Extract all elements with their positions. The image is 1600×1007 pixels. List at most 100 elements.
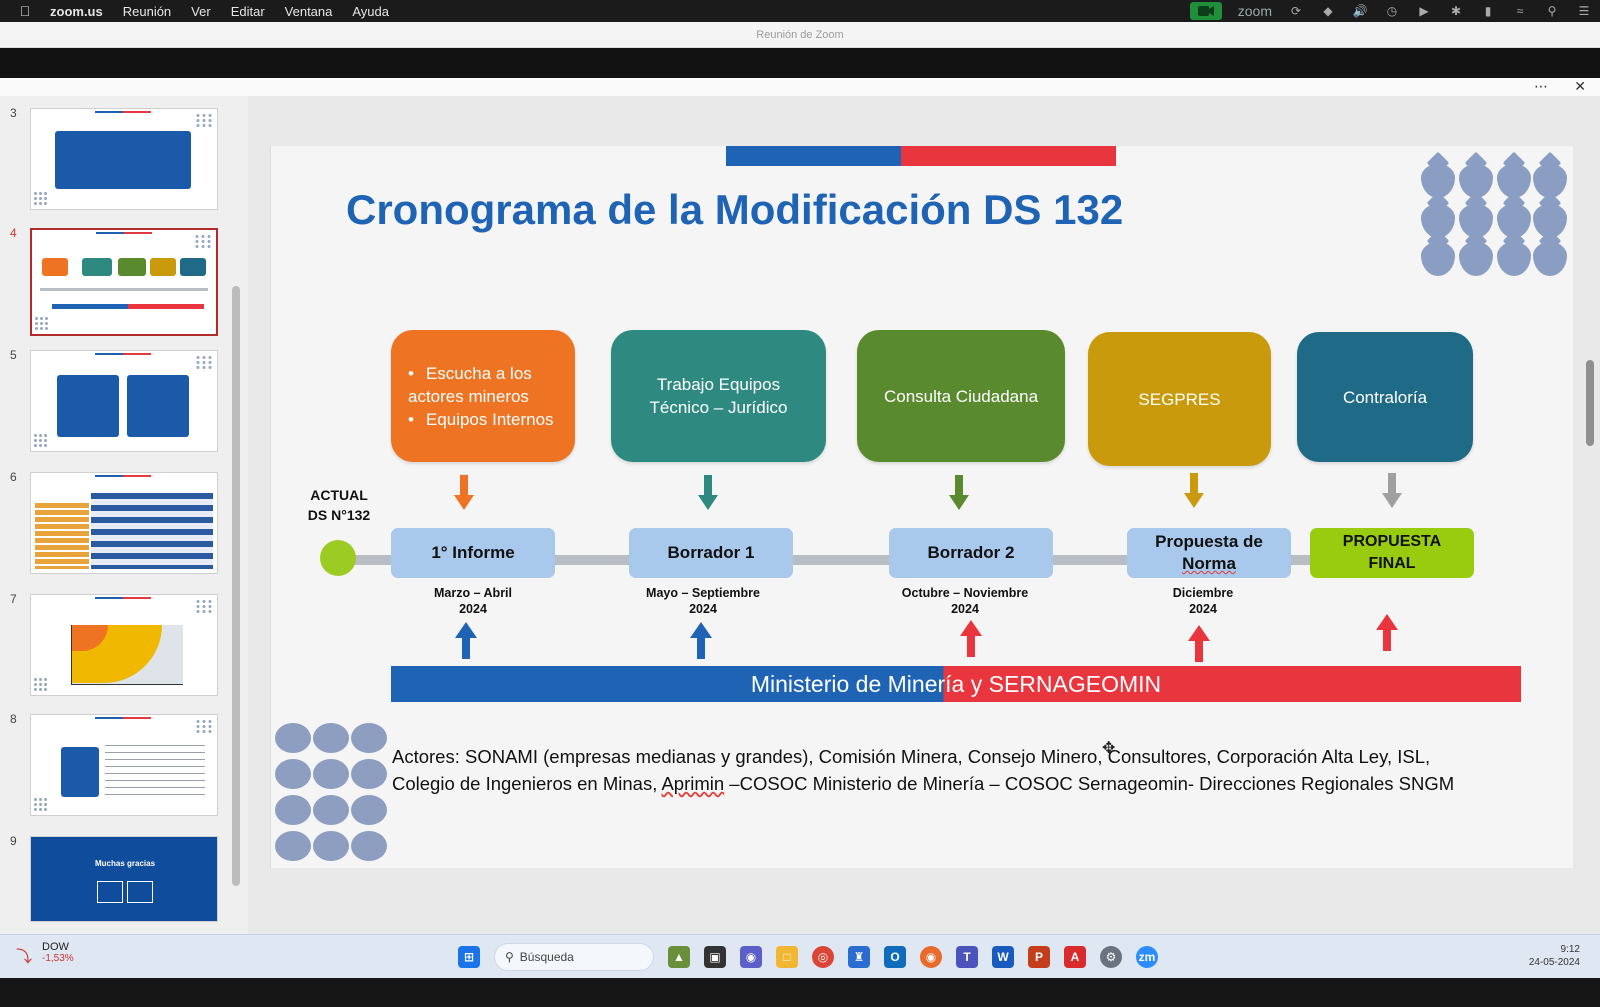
ministry-bar: Ministerio de Minería y SERNAGEOMIN (391, 666, 1521, 702)
dots-decoration (33, 677, 49, 693)
milestone-label: Norma (1182, 554, 1236, 573)
arrow-down-icon (1382, 473, 1402, 511)
volume-icon[interactable]: 🔊 (1352, 4, 1368, 18)
date-line: 2024 (459, 602, 487, 616)
file-explorer-icon[interactable]: □ (776, 946, 798, 968)
thumb-number: 9 (10, 834, 17, 848)
search-icon: ⚲ (505, 950, 514, 964)
widgets-icon[interactable]: ▲ (668, 946, 690, 968)
settings-gear-icon[interactable]: ⚙ (1100, 946, 1122, 968)
arrow-up-icon (1188, 625, 1210, 663)
search-icon[interactable]: ⚲ (1547, 4, 1557, 18)
apple-icon[interactable]:  (0, 3, 50, 19)
windows-start-icon[interactable]: ⊞ (458, 946, 480, 968)
time-machine-icon[interactable]: ◷ (1386, 4, 1398, 18)
thumb-blue-box (57, 375, 119, 437)
stock-widget[interactable]: ⤵ DOW-1,53% (16, 941, 74, 966)
search-box[interactable]: ⚲Búsqueda (494, 943, 654, 971)
dots-decoration (195, 113, 213, 127)
milestone-borrador-1: Borrador 1 (629, 528, 793, 578)
control-center-icon[interactable]: ☰ (1578, 4, 1590, 18)
slide-thumbnail-8[interactable] (30, 714, 218, 816)
milestone-label: PROPUESTA (1342, 533, 1442, 550)
milestone-1-informe: 1° Informe (391, 528, 555, 578)
slide-thumbnail-3[interactable] (30, 108, 218, 210)
slide-thumbnail-7[interactable] (30, 594, 218, 696)
slide-thumbnail-6[interactable] (30, 472, 218, 574)
milestone-date: Marzo – Abril 2024 (401, 585, 545, 617)
thumb-stage (118, 258, 146, 276)
date-line: 2024 (689, 602, 717, 616)
play-icon[interactable]: ▶ (1419, 4, 1429, 18)
wifi-icon[interactable]: ≈ (1516, 4, 1524, 18)
zoom-status-label[interactable]: zoom (1237, 3, 1272, 19)
date-line: Marzo – Abril (433, 586, 513, 600)
slide-thumbnail-5[interactable] (30, 350, 218, 452)
thumb-number: 4 (10, 226, 17, 240)
firefox-icon[interactable]: ◉ (920, 946, 942, 968)
slide-scrollbar[interactable] (1586, 100, 1594, 930)
powerpoint-icon[interactable]: P (1028, 946, 1050, 968)
taskbar-apps: ⊞ ⚲Búsqueda ▲ ▣ ◉ □ ◎ ♜ O ◉ T W P A ⚙ zm (458, 941, 1158, 973)
zoom-window-title: Reunión de Zoom (0, 22, 1600, 48)
menu-ventana[interactable]: Ventana (284, 3, 333, 19)
actual-label-line: ACTUAL (310, 487, 368, 503)
defender-icon[interactable]: ♜ (848, 946, 870, 968)
menu-ayuda[interactable]: Ayuda (352, 3, 390, 19)
stage-consulta-ciudadana: Consulta Ciudadana (857, 330, 1065, 462)
thumb-stage (42, 258, 68, 276)
dots-decoration (33, 191, 49, 207)
acrobat-icon[interactable]: A (1064, 946, 1086, 968)
move-cursor-icon: ✥ (1102, 740, 1116, 757)
clock-time: 9:12 (1560, 944, 1580, 955)
thumb-timeline (40, 288, 208, 291)
more-options-icon[interactable]: ⋯ (1534, 78, 1548, 94)
clock[interactable]: 9:12 24-05-2024 (1529, 943, 1580, 969)
teams-icon[interactable]: T (956, 946, 978, 968)
slide-thumbnail-4[interactable] (30, 228, 218, 336)
video-camera-icon[interactable] (1189, 2, 1222, 20)
menu-app-name[interactable]: zoom.us (50, 3, 103, 19)
dots-decoration (271, 723, 391, 865)
stage-item: Equipos Internos (408, 408, 558, 431)
thumbnail-scrollbar[interactable] (232, 286, 240, 886)
battery-icon[interactable]: ▮ (1484, 4, 1492, 18)
menu-ver[interactable]: Ver (191, 3, 211, 19)
sync-icon[interactable]: ⟳ (1290, 4, 1302, 18)
dots-decoration (33, 797, 49, 813)
date-line: 2024 (1189, 602, 1217, 616)
flag-stripe (95, 717, 151, 719)
thumb-number: 6 (10, 470, 17, 484)
stock-down-icon: ⤵ (16, 949, 33, 966)
flag-stripe (96, 232, 152, 234)
slide-thumbnail-9[interactable]: Muchas gracias (30, 836, 218, 922)
bluetooth-icon[interactable]: ✱ (1450, 4, 1462, 18)
word-icon[interactable]: W (992, 946, 1014, 968)
stage-segpres: SEGPRES (1088, 332, 1271, 466)
chrome-icon[interactable]: ◎ (812, 946, 834, 968)
bottom-bezel (0, 978, 1600, 1007)
flag-stripe (95, 111, 151, 113)
milestone-date: Diciembre 2024 (1141, 585, 1265, 617)
outlook-icon[interactable]: O (884, 946, 906, 968)
slide-title: Cronograma de la Modificación DS 132 (346, 186, 1124, 233)
menu-reunion[interactable]: Reunión (122, 3, 172, 19)
arrow-up-icon (690, 622, 712, 660)
menu-editar[interactable]: Editar (230, 3, 265, 19)
stage-item: Escucha a los actores mineros (408, 362, 558, 408)
zoom-app-icon[interactable]: zm (1136, 946, 1158, 968)
task-view-icon[interactable]: ▣ (704, 946, 726, 968)
shield-icon[interactable]: ◆ (1323, 4, 1333, 18)
scrollbar-thumb[interactable] (1586, 360, 1594, 446)
flag-stripe (95, 475, 151, 477)
date-line: Diciembre (1172, 586, 1234, 600)
teams-chat-icon[interactable]: ◉ (740, 946, 762, 968)
thumb-icon-box (97, 881, 123, 903)
actors-line: Colegio de Ingenieros en Minas, Aprimin … (392, 770, 1512, 797)
close-icon[interactable]: ✕ (1574, 78, 1586, 94)
thumb-stage (180, 258, 206, 276)
thumb-blue-box (127, 375, 189, 437)
thumb-chart (71, 625, 183, 685)
